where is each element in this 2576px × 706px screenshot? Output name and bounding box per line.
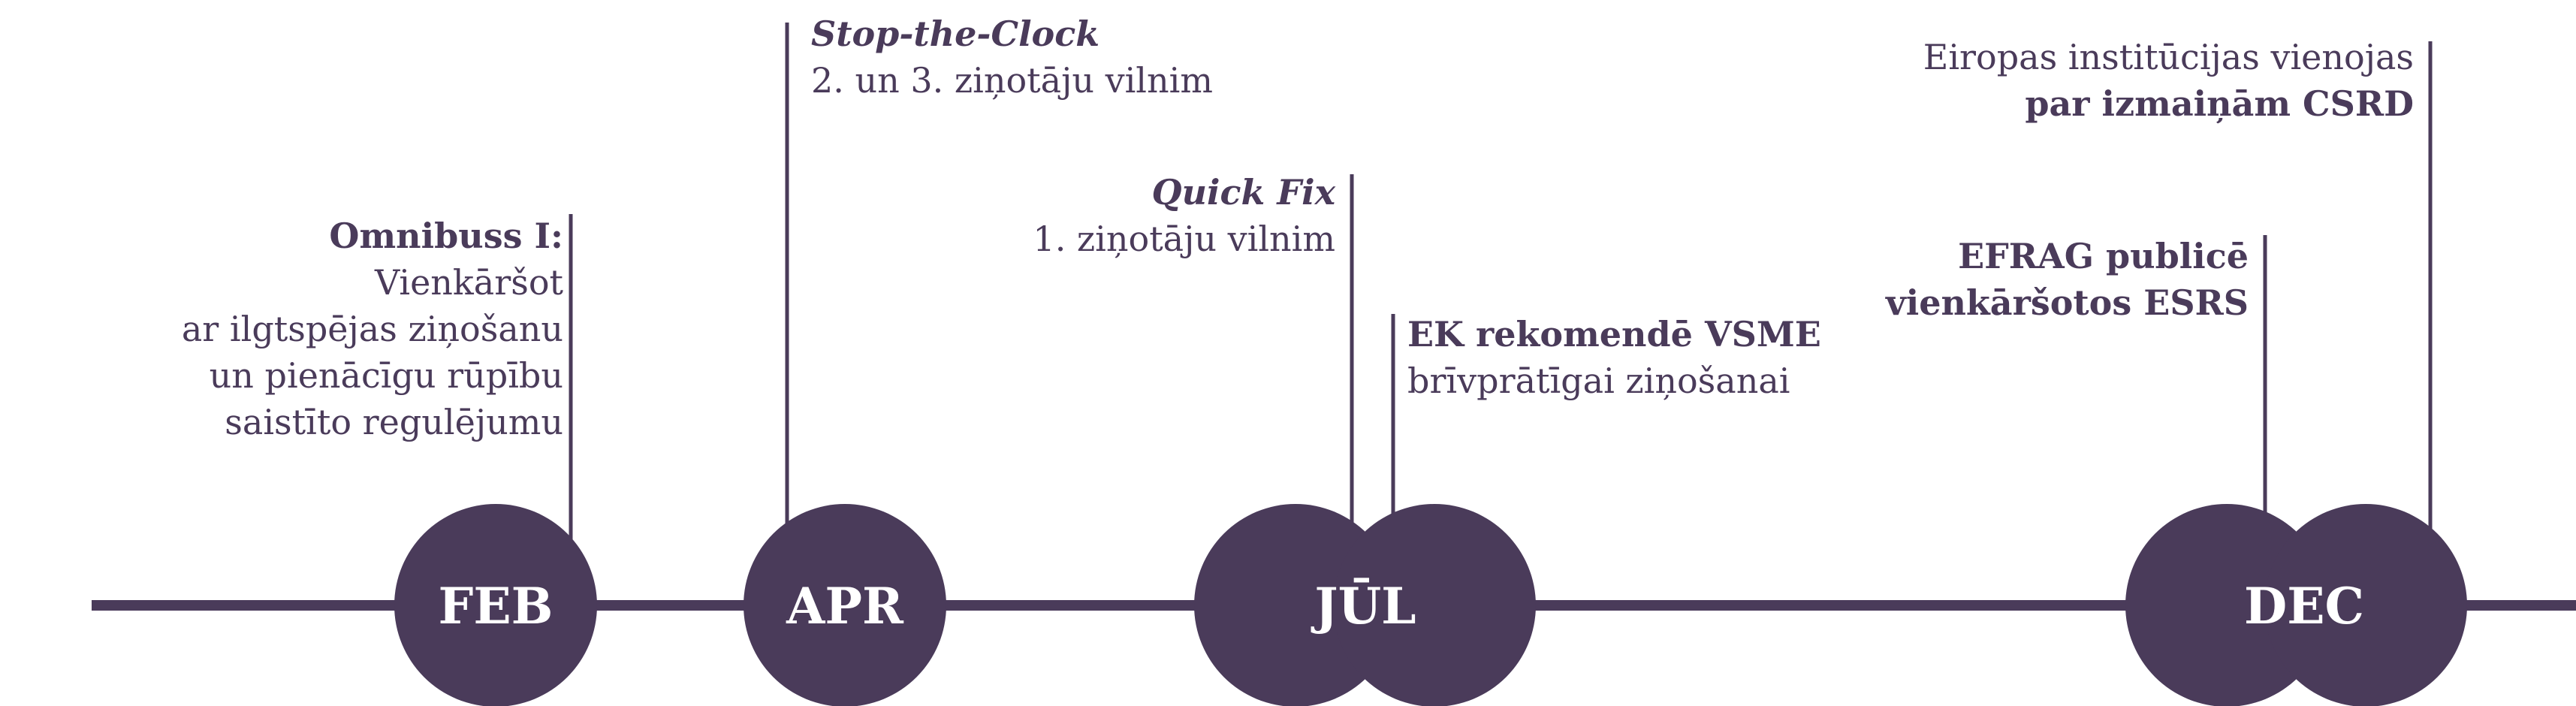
month-circle-jul-2 xyxy=(1333,504,1536,706)
event-omnibus-line-3: un pienācīgu rūpību xyxy=(209,355,563,396)
event-vsme-title: EK rekomendē VSME xyxy=(1407,314,1821,355)
month-circle-feb xyxy=(394,504,597,706)
event-institutions-line-2: par izmaiņām CSRD xyxy=(2025,83,2414,124)
event-stop-the-clock-line-1: 2. un 3. ziņotāju vilnim xyxy=(811,60,1213,101)
event-quick-fix-line-1: 1. ziņotāju vilnim xyxy=(1033,219,1335,259)
event-omnibus-line-4: saistīto regulējumu xyxy=(225,402,563,442)
event-stop-the-clock: Stop-the-Clock 2. un 3. ziņotāju vilnim xyxy=(811,11,1213,104)
event-vsme-line-1: brīvprātīgai ziņošanai xyxy=(1407,361,1790,401)
event-omnibus-line-2: ar ilgtspējas ziņošanu xyxy=(181,309,563,349)
month-label-dec: DEC xyxy=(2244,577,2364,635)
event-efrag: EFRAG publicē vienkāršotos ESRS xyxy=(1886,233,2249,326)
month-label-jul: JŪL xyxy=(1311,577,1416,635)
month-label-apr: APR xyxy=(786,577,904,635)
month-circle-dec-2 xyxy=(2264,504,2467,706)
event-institutions-line-1: Eiropas institūcijas vienojas xyxy=(1923,37,2414,77)
event-omnibus-line-1: Vienkāršot xyxy=(374,262,563,303)
event-omnibus: Omnibuss I: Vienkāršot ar ilgtspējas ziņ… xyxy=(182,213,563,445)
event-quick-fix: Quick Fix 1. ziņotāju vilnim xyxy=(1033,169,1335,262)
month-circle-dec-1 xyxy=(2125,504,2328,706)
month-label-feb: FEB xyxy=(439,577,554,635)
month-circle-jul-1 xyxy=(1194,504,1397,706)
event-institutions: Eiropas institūcijas vienojas par izmaiņ… xyxy=(1923,34,2414,127)
event-quick-fix-title: Quick Fix xyxy=(1151,172,1335,213)
event-vsme: EK rekomendē VSME brīvprātīgai ziņošanai xyxy=(1407,311,1821,404)
event-efrag-line-1: EFRAG publicē xyxy=(1958,236,2249,276)
event-omnibus-title: Omnibuss I: xyxy=(329,216,563,256)
month-circle-apr xyxy=(744,504,946,706)
event-stop-the-clock-title: Stop-the-Clock xyxy=(811,14,1100,54)
event-efrag-line-2: vienkāršotos ESRS xyxy=(1886,282,2249,323)
